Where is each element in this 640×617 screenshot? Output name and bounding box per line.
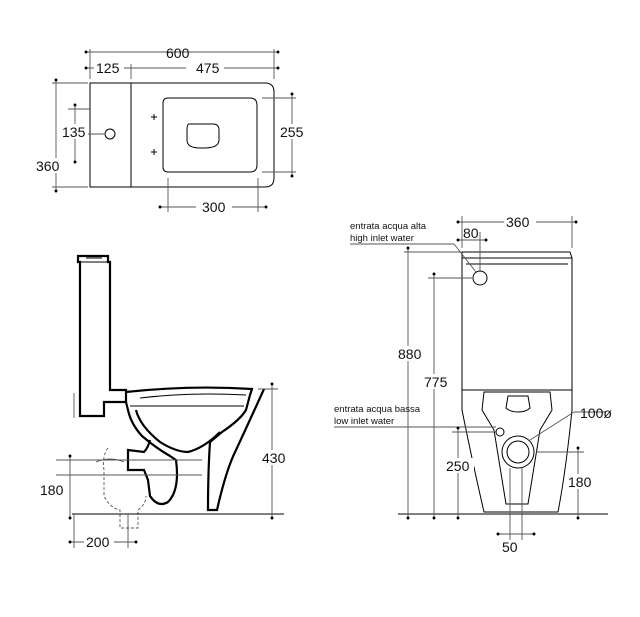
top-view-bowl xyxy=(162,97,258,173)
front-view: 360 80 entrata acqua alta high inlet wat… xyxy=(334,214,612,555)
dim-50: 50 xyxy=(502,539,518,555)
dim-360-front: 360 xyxy=(506,214,530,230)
dim-475: 475 xyxy=(196,60,220,76)
dim-880: 880 xyxy=(398,346,422,362)
dim-180-side: 180 xyxy=(40,482,64,498)
label-low-inlet-it: entrata acqua bassa xyxy=(334,404,421,415)
dim-250: 250 xyxy=(446,458,470,474)
dim-775: 775 xyxy=(424,374,448,390)
dim-200: 200 xyxy=(86,534,110,550)
dim-600: 600 xyxy=(166,45,190,61)
dim-180-front: 180 xyxy=(568,474,592,490)
front-view-low-inlet xyxy=(495,427,505,437)
front-view-outlet-inner xyxy=(506,440,530,464)
label-low-inlet-en: low inlet water xyxy=(334,416,394,427)
dim-430: 430 xyxy=(262,450,286,466)
side-view-cistern xyxy=(76,254,128,418)
dim-100-dia: 100ø xyxy=(580,405,612,421)
dim-255: 255 xyxy=(280,124,304,140)
top-view-drain xyxy=(186,123,220,149)
front-view-high-inlet xyxy=(472,270,488,286)
dim-135: 135 xyxy=(62,124,86,140)
dim-125: 125 xyxy=(96,60,120,76)
front-view-outlet-outer xyxy=(501,435,535,469)
side-view-bowl xyxy=(124,386,266,512)
label-high-inlet-en: high inlet water xyxy=(350,233,414,244)
side-view: 430 180 200 xyxy=(38,254,292,550)
dim-80: 80 xyxy=(463,225,479,241)
front-view-cistern xyxy=(461,251,573,391)
top-view-inlet-hole xyxy=(104,128,116,140)
label-high-inlet-it: entrata acqua alta xyxy=(350,221,427,232)
dim-360-top: 360 xyxy=(36,158,60,174)
front-view-bowl xyxy=(461,389,573,513)
dim-300: 300 xyxy=(202,199,226,215)
top-view: 600 125 475 360 135 255 300 xyxy=(36,45,308,215)
top-view-outline xyxy=(89,82,275,188)
